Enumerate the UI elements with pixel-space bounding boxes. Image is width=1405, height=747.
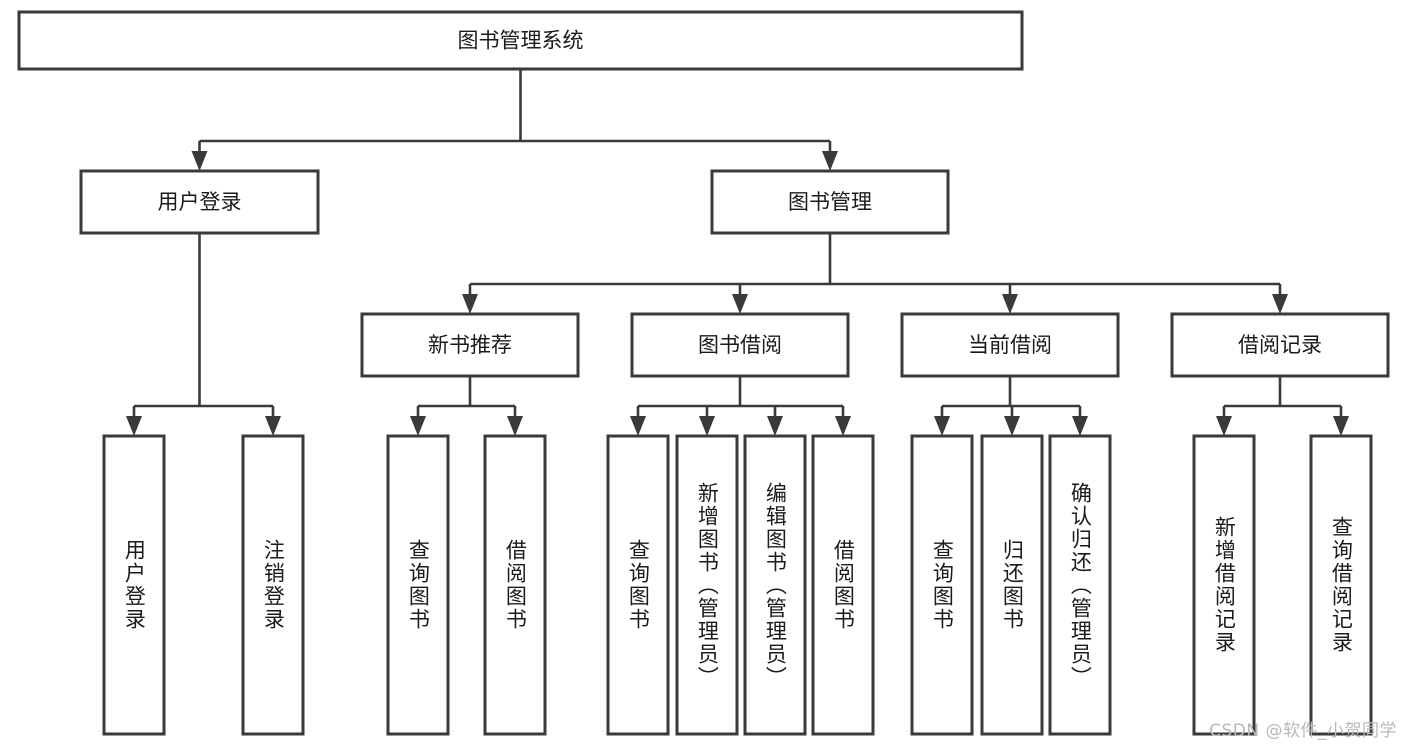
arrow-head-icon <box>1004 416 1020 436</box>
node-leaf-query-book-1[interactable] <box>386 434 450 736</box>
node-box[interactable] <box>743 434 807 736</box>
arrow-head-icon <box>1072 416 1088 436</box>
arrow-head-icon <box>410 416 426 436</box>
node-record[interactable]: 借阅记录 <box>1170 312 1390 378</box>
arrow-head-icon <box>934 416 950 436</box>
node-box[interactable] <box>1309 434 1373 736</box>
arrow-head-icon <box>1216 416 1232 436</box>
arrow-head-icon <box>835 416 851 436</box>
node-leaf-add-record[interactable] <box>1192 434 1256 736</box>
node-label: 图书借阅 <box>698 333 782 357</box>
node-current[interactable]: 当前借阅 <box>900 312 1120 378</box>
arrow-head-icon <box>630 416 646 436</box>
node-login[interactable]: 用户登录 <box>79 169 320 235</box>
node-box[interactable] <box>811 434 875 736</box>
node-leaf-query-book-2[interactable] <box>606 434 670 736</box>
node-leaf-user-logout[interactable] <box>241 434 305 736</box>
edge-group-newbook <box>410 376 523 436</box>
arrow-head-icon <box>822 151 838 171</box>
node-box[interactable] <box>910 434 974 736</box>
node-box[interactable] <box>102 434 166 736</box>
node-box[interactable] <box>1170 312 1390 378</box>
node-box[interactable] <box>360 312 580 378</box>
node-newbook[interactable]: 新书推荐 <box>360 312 580 378</box>
arrow-head-icon <box>767 416 783 436</box>
node-box[interactable] <box>710 169 950 235</box>
node-leaf-return-book[interactable] <box>980 434 1044 736</box>
node-leaf-borrow-book-1[interactable] <box>483 434 547 736</box>
arrow-head-icon <box>265 416 281 436</box>
node-borrow[interactable]: 图书借阅 <box>630 312 850 378</box>
edge-group-bookmgmt <box>462 233 1288 314</box>
arrow-head-icon <box>1002 294 1018 314</box>
node-bookmgmt[interactable]: 图书管理 <box>710 169 950 235</box>
node-leaf-confirm-return[interactable] <box>1048 434 1112 736</box>
arrow-head-icon <box>1272 294 1288 314</box>
node-box[interactable] <box>630 312 850 378</box>
node-label: 图书管理 <box>788 190 872 214</box>
arrow-head-icon <box>462 294 478 314</box>
node-label: 新书推荐 <box>428 333 512 357</box>
edge-group-borrow <box>630 376 851 436</box>
node-leaf-query-book-3[interactable] <box>910 434 974 736</box>
node-label: 图书管理系统 <box>458 29 584 53</box>
node-box[interactable] <box>1048 434 1112 736</box>
node-box[interactable] <box>606 434 670 736</box>
node-leaf-borrow-book-2[interactable] <box>811 434 875 736</box>
arrow-head-icon <box>1333 416 1349 436</box>
node-box[interactable] <box>386 434 450 736</box>
node-box[interactable] <box>483 434 547 736</box>
arrow-head-icon <box>191 151 208 171</box>
edges-layer <box>126 69 1349 436</box>
edge-group-current <box>934 376 1088 436</box>
edge-group-root <box>191 69 838 171</box>
arrow-head-icon <box>126 416 142 436</box>
watermark: CSDN @软件_小贺同学 <box>1209 721 1397 741</box>
edge-group-record <box>1216 376 1349 436</box>
node-box[interactable] <box>17 10 1024 71</box>
node-root[interactable]: 图书管理系统 <box>17 10 1024 71</box>
node-box[interactable] <box>900 312 1120 378</box>
node-leaf-add-book[interactable] <box>675 434 739 736</box>
node-box[interactable] <box>1192 434 1256 736</box>
node-box[interactable] <box>675 434 739 736</box>
node-box[interactable] <box>980 434 1044 736</box>
node-box[interactable] <box>241 434 305 736</box>
node-box[interactable] <box>79 169 320 235</box>
node-label: 借阅记录 <box>1238 333 1322 357</box>
arrow-head-icon <box>699 416 715 436</box>
node-label: 用户登录 <box>158 190 242 214</box>
edge-group-login <box>126 233 281 436</box>
arrow-head-icon <box>507 416 523 436</box>
arrow-head-icon <box>732 294 748 314</box>
node-leaf-user-login[interactable] <box>102 434 166 736</box>
node-leaf-query-record[interactable] <box>1309 434 1373 736</box>
node-label: 当前借阅 <box>968 333 1052 357</box>
node-leaf-edit-book[interactable] <box>743 434 807 736</box>
